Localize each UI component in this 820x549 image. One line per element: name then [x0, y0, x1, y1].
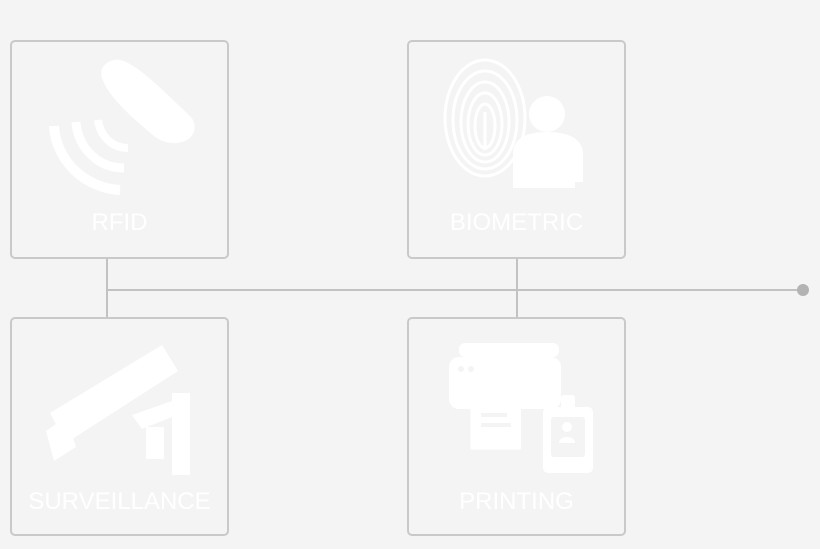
card-label-biometric: BIOMETRIC — [449, 209, 584, 236]
security-camera-icon — [46, 345, 190, 475]
card-rfid[interactable]: RFID — [10, 40, 229, 259]
card-biometric[interactable]: BIOMETRIC — [407, 40, 626, 259]
card-label-printing: PRINTING — [459, 488, 574, 515]
card-label-surveillance: SURVEILLANCE — [28, 488, 211, 515]
card-label-rfid: RFID — [91, 209, 148, 236]
id-card-printer-icon — [449, 343, 593, 473]
fingerprint-user-icon — [443, 58, 583, 188]
card-printing[interactable]: PRINTING — [407, 317, 626, 536]
rfid-reader-icon — [49, 59, 195, 195]
connector-endpoint-dot — [797, 284, 809, 296]
card-surveillance[interactable]: SURVEILLANCE — [10, 317, 229, 536]
